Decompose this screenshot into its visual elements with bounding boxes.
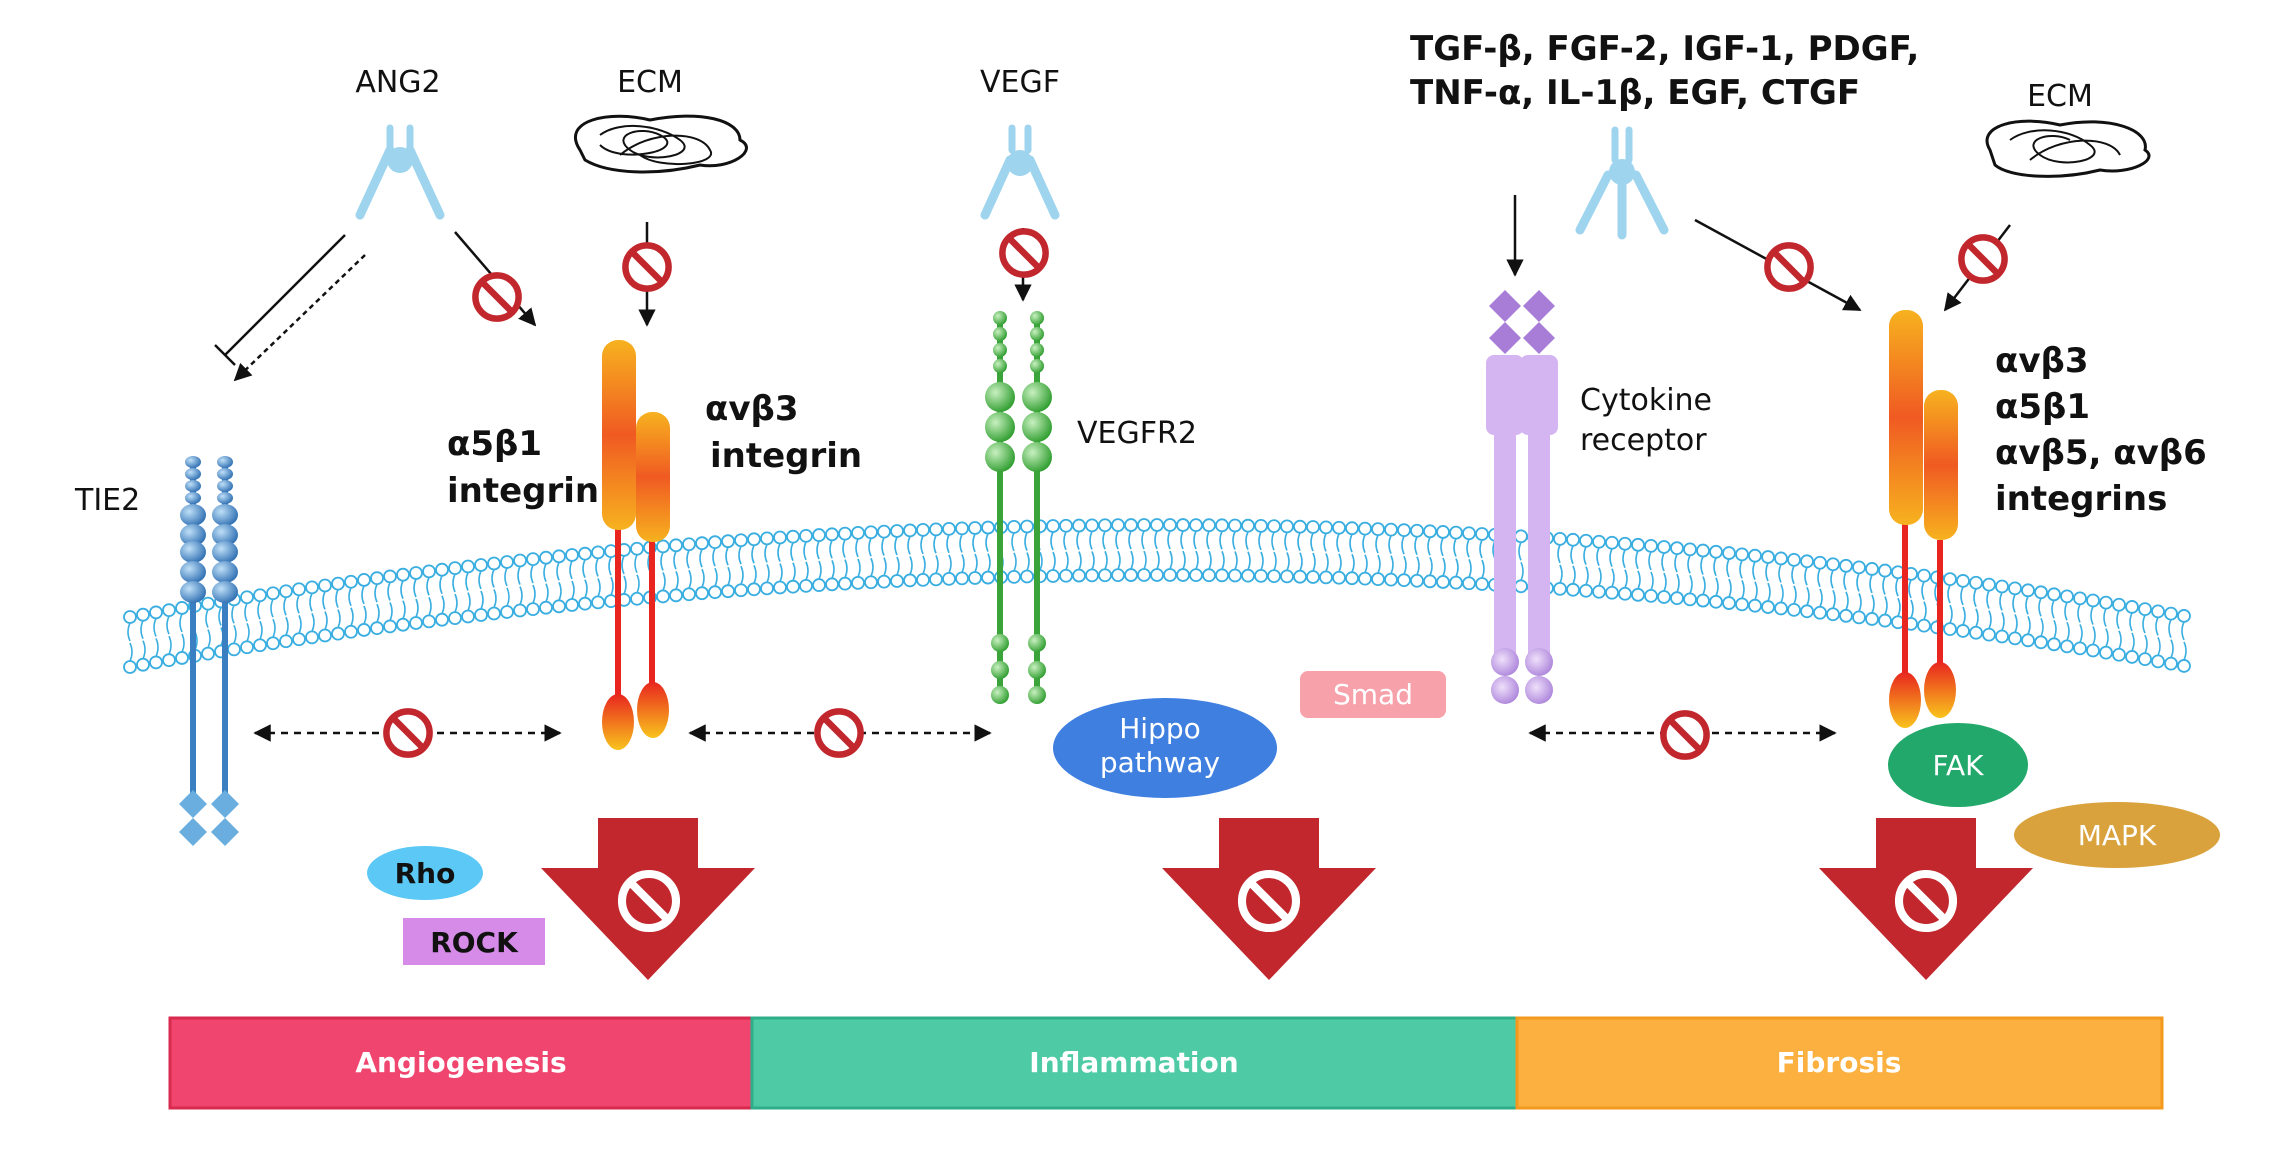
inhibit-arrow-fibrosis: [1819, 818, 2033, 980]
hippo-pill: Hippo pathway: [1053, 698, 1277, 798]
outcome-fibrosis: [1515, 1016, 2164, 1110]
rock-pill: ROCK: [403, 918, 545, 965]
a5b1-integrin-receptor: [602, 340, 670, 750]
ecm-left-inhibit-icon: [625, 245, 668, 288]
cytokine-label-line1: Cytokine: [1580, 383, 1712, 418]
cytokine-ligand: [1575, 126, 1669, 240]
integrins-label-line4: integrins: [1995, 479, 2167, 519]
integrins-label-line3: αvβ5, αvβ6: [1995, 433, 2207, 473]
growth-factors-line2: TNF-α, IL-1β, EGF, CTGF: [1410, 73, 1860, 113]
ecm-left-label: ECM: [617, 65, 683, 100]
hippo-label-line1: Hippo: [1119, 712, 1201, 745]
ang2-ligand: [355, 124, 445, 220]
integrins-label-line2: α5β1: [1995, 387, 2090, 427]
inhibit-arrow-angiogenesis: [541, 818, 755, 980]
avb3-label-line2: integrin: [710, 436, 862, 476]
mapk-pill: MAPK: [2014, 802, 2220, 868]
ecm-left-scribble: [573, 114, 748, 174]
crosstalk-inhibit-icon-3: [1663, 713, 1706, 756]
a5b1-label-line1: α5β1: [447, 424, 542, 464]
fak-pill: FAK: [1888, 723, 2028, 807]
avb3-label-line1: αvβ3: [705, 389, 799, 429]
rho-pill: Rho: [367, 846, 483, 900]
mapk-label: MAPK: [2078, 819, 2157, 852]
outcome-inflammation: [750, 1016, 1519, 1110]
inhibit-arrow-inflammation: [1162, 818, 1376, 980]
crosstalk-inhibit-icon-1: [386, 711, 429, 754]
growth-factors-line1: TGF-β, FGF-2, IGF-1, PDGF,: [1410, 29, 1919, 69]
rock-label: ROCK: [430, 926, 519, 959]
fak-label: FAK: [1932, 749, 1984, 782]
gf-integrins-inhibit-icon: [1767, 245, 1810, 288]
outcome-angiogenesis-label: Angiogenesis: [355, 1046, 566, 1079]
outcome-fibrosis-label: Fibrosis: [1777, 1046, 1902, 1079]
crosstalk-inhibit-icon-2: [817, 711, 860, 754]
ang2-to-tie2-inhibit: [214, 234, 366, 382]
vegf-inhibit-icon: [1002, 231, 1045, 274]
vegf-ligand: [980, 124, 1060, 220]
hippo-label-line2: pathway: [1100, 746, 1220, 779]
cell-membrane: [123, 518, 2191, 674]
vegfr2-label: VEGFR2: [1077, 416, 1197, 451]
outcome-angiogenesis: [168, 1016, 754, 1110]
right-integrins-receptor: [1889, 310, 1958, 728]
cytokine-label-line2: receptor: [1580, 423, 1707, 458]
ecm-right-inhibit-icon: [1961, 237, 2004, 280]
smad-label: Smad: [1333, 678, 1413, 711]
rho-label: Rho: [395, 857, 456, 890]
cytokine-receptor: [1486, 290, 1558, 704]
ang2-a5b1-inhibit-icon: [475, 275, 518, 318]
ecm-right-scribble: [1985, 119, 2151, 178]
vegfr2-receptor: [985, 311, 1052, 704]
ang2-label: ANG2: [355, 65, 440, 100]
vegf-label: VEGF: [980, 65, 1060, 100]
outcome-inflammation-label: Inflammation: [1029, 1046, 1238, 1079]
smad-pill: Smad: [1300, 671, 1446, 718]
integrins-label-line1: αvβ3: [1995, 341, 2089, 381]
tie2-label: TIE2: [74, 483, 140, 518]
a5b1-label-line2: integrin: [447, 471, 599, 511]
ecm-right-label: ECM: [2027, 79, 2093, 114]
outcome-bar: Angiogenesis Inflammation Fibrosis: [168, 1016, 2164, 1110]
tie2-receptor: [179, 456, 239, 846]
